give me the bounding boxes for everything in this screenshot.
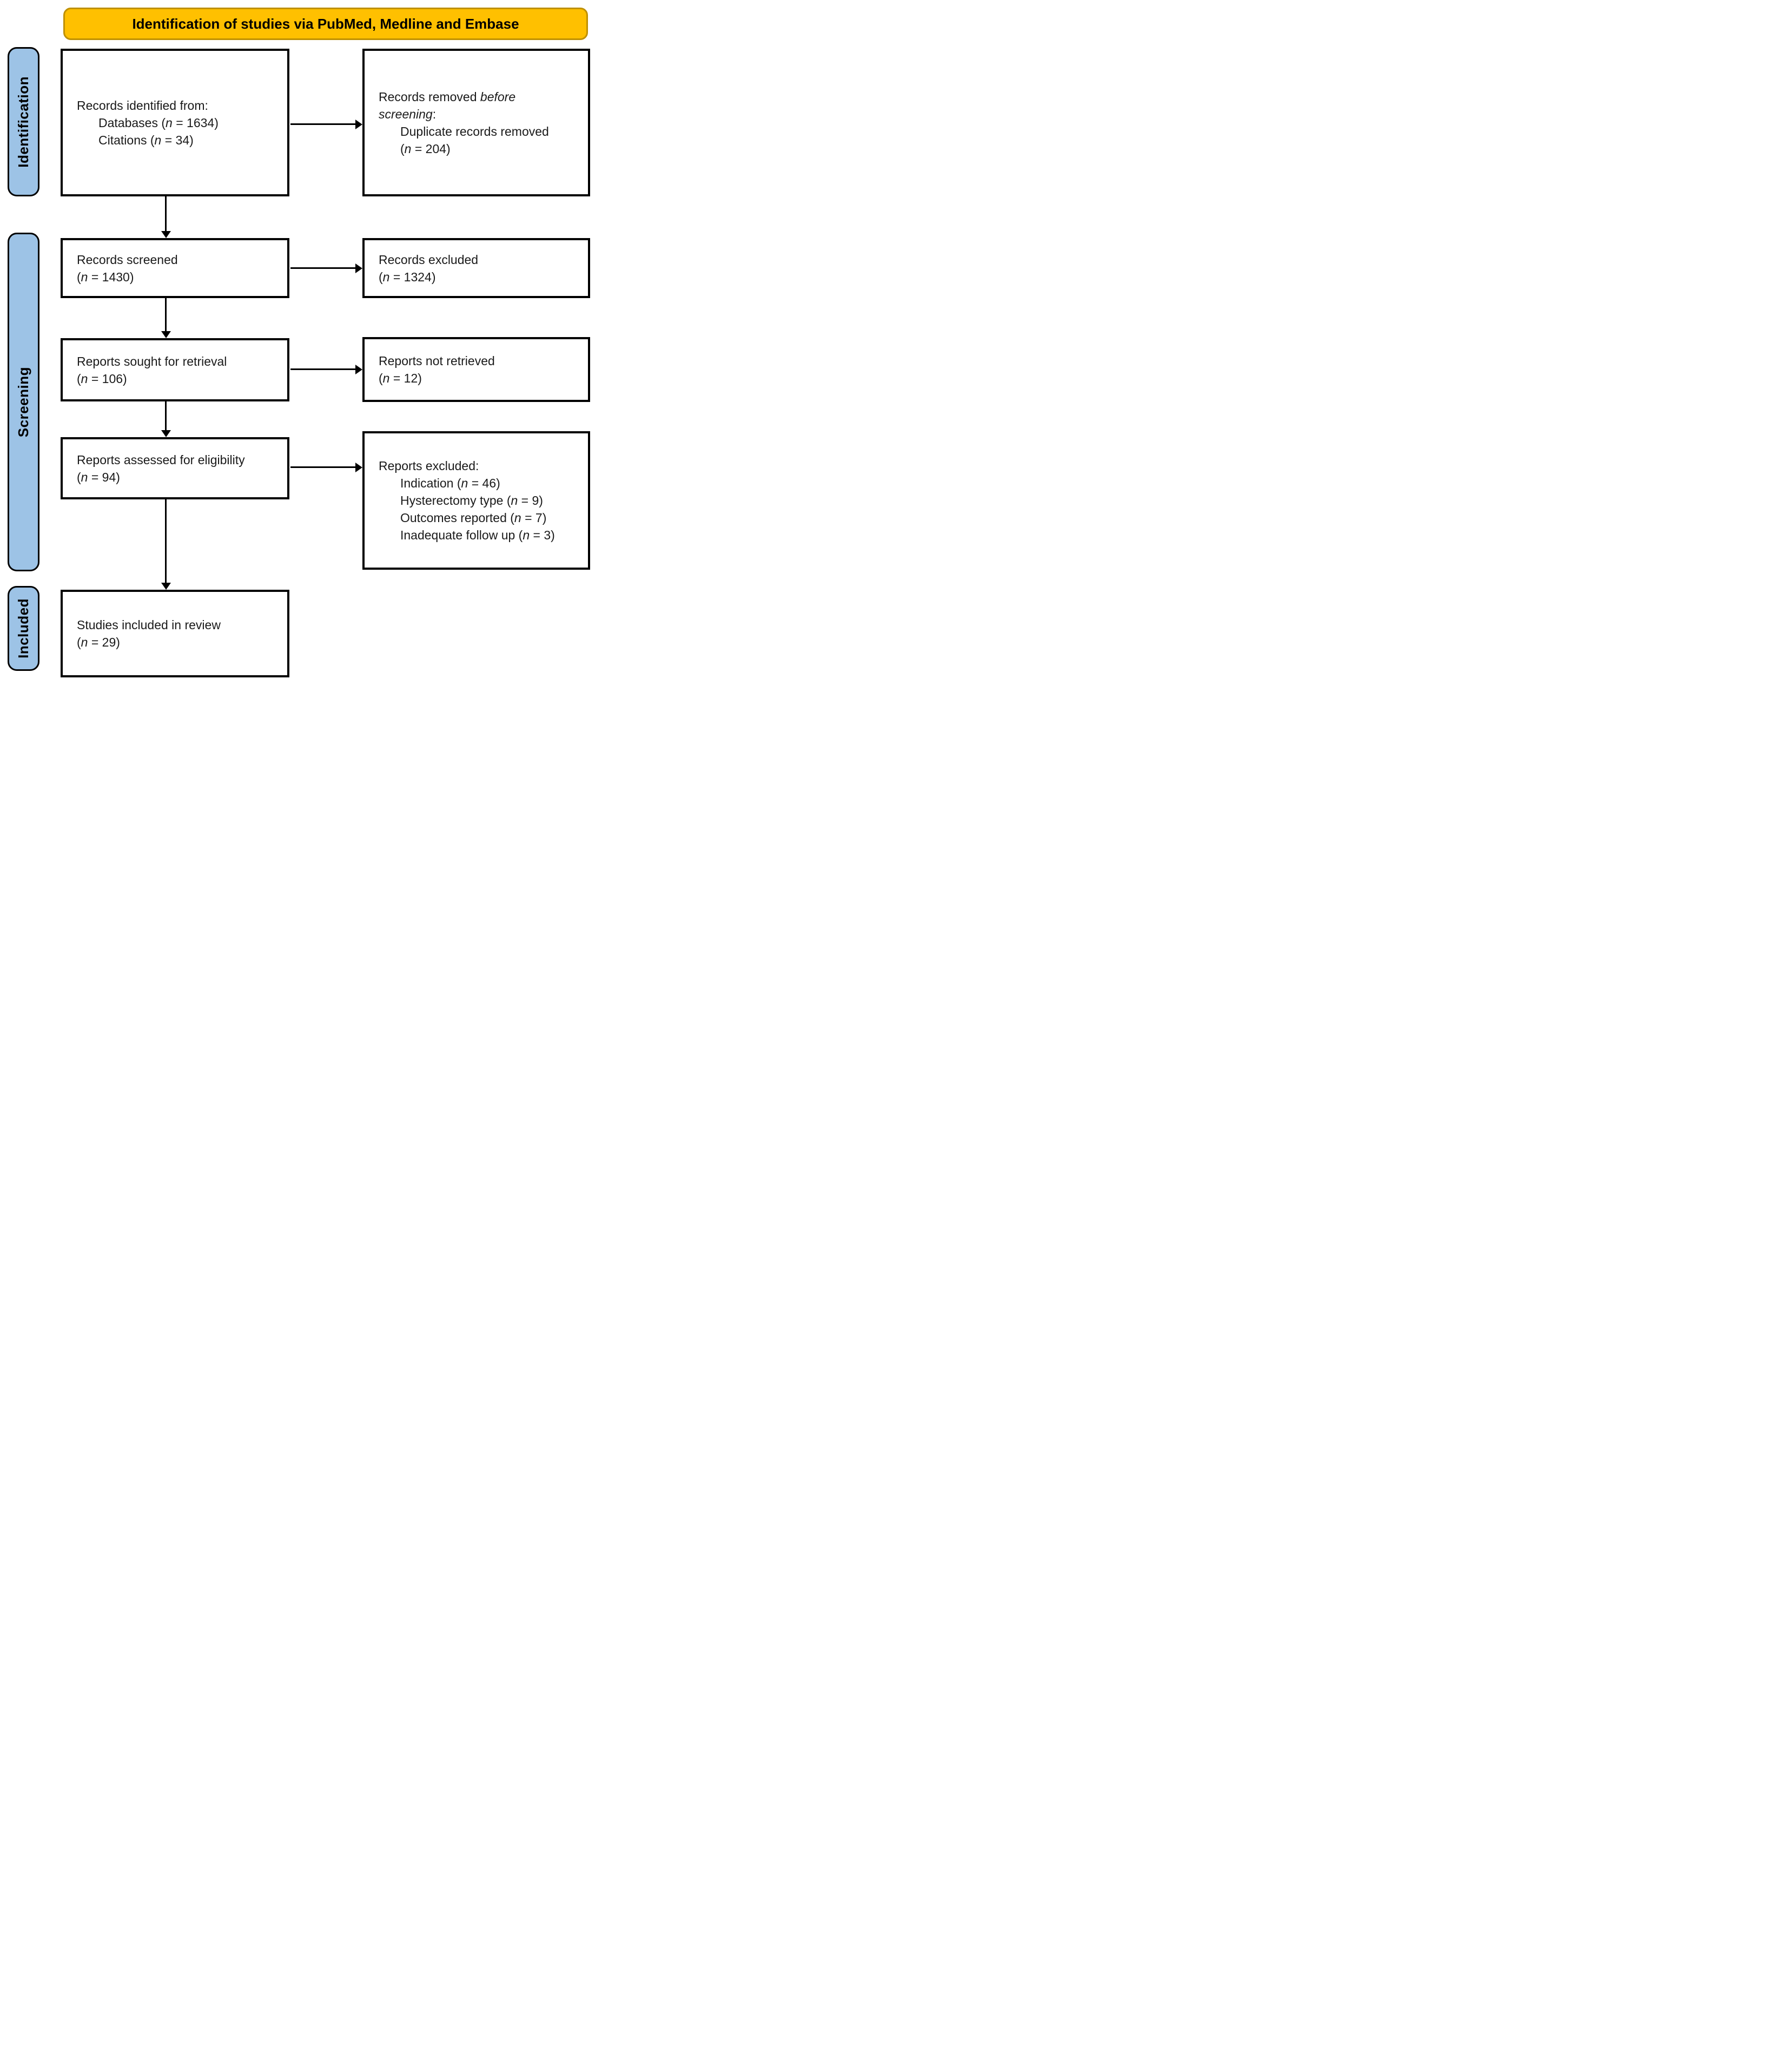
box-reports-assessed-for-eligibility: Reports assessed for eligibility (n = 94… bbox=[61, 437, 289, 499]
box-line: Duplicate records removed bbox=[400, 124, 549, 139]
box-line: Studies included in review bbox=[77, 618, 221, 632]
banner: Identification of studies via PubMed, Me… bbox=[63, 8, 588, 40]
stage-label-identification: Identification bbox=[15, 76, 31, 168]
box-line: Databases (n = 1634) bbox=[98, 115, 219, 130]
box-line: Reports sought for retrieval bbox=[77, 354, 227, 368]
stage-label-screening: Screening bbox=[15, 366, 31, 438]
box-line: (n = 29) bbox=[77, 635, 120, 649]
box-records-identified: Records identified from: Databases (n = … bbox=[61, 49, 289, 196]
box-studies-included-in-review: Studies included in review (n = 29) bbox=[61, 590, 289, 677]
box-line: (n = 106) bbox=[77, 371, 127, 386]
box-line: (n = 1430) bbox=[77, 269, 134, 284]
box-line: (n = 94) bbox=[77, 470, 120, 484]
box-line: Inadequate follow up (n = 3) bbox=[400, 528, 555, 542]
arrow-identified-to-screened bbox=[165, 196, 167, 231]
box-title: Records removed before screening: bbox=[379, 89, 516, 121]
box-line: (n = 204) bbox=[400, 141, 451, 156]
box-line: Records screened bbox=[77, 252, 178, 267]
box-reports-excluded: Reports excluded: Indication (n = 46) Hy… bbox=[362, 431, 590, 570]
stage-bar-included: Included bbox=[8, 586, 39, 671]
box-records-screened: Records screened (n = 1430) bbox=[61, 238, 289, 298]
box-line: Records excluded bbox=[379, 252, 479, 267]
box-line: Hysterectomy type (n = 9) bbox=[400, 493, 543, 507]
box-reports-sought-for-retrieval: Reports sought for retrieval (n = 106) bbox=[61, 338, 289, 401]
prisma-flow-diagram: Identification of studies via PubMed, Me… bbox=[0, 0, 597, 683]
box-line: Outcomes reported (n = 7) bbox=[400, 511, 547, 525]
box-reports-not-retrieved: Reports not retrieved (n = 12) bbox=[362, 337, 590, 402]
box-line: Indication (n = 46) bbox=[400, 476, 500, 490]
stage-label-included: Included bbox=[15, 598, 31, 658]
arrow-assessed-to-reports-excluded bbox=[290, 466, 355, 468]
banner-title: Identification of studies via PubMed, Me… bbox=[132, 15, 519, 32]
box-records-removed-before-screening: Records removed before screening: Duplic… bbox=[362, 49, 590, 196]
stage-bar-screening: Screening bbox=[8, 233, 39, 571]
arrow-identified-to-removed bbox=[290, 123, 355, 125]
arrow-sought-to-assessed bbox=[165, 401, 167, 430]
box-records-excluded: Records excluded (n = 1324) bbox=[362, 238, 590, 298]
box-title: Records identified from: bbox=[77, 98, 208, 113]
box-title: Reports excluded: bbox=[379, 459, 479, 473]
box-line: (n = 12) bbox=[379, 371, 422, 385]
arrow-screened-to-excluded bbox=[290, 267, 355, 269]
box-line: (n = 1324) bbox=[379, 269, 436, 284]
arrow-screened-to-sought bbox=[165, 298, 167, 331]
arrow-sought-to-not-retrieved bbox=[290, 368, 355, 370]
arrow-assessed-to-included bbox=[165, 499, 167, 583]
stage-bar-identification: Identification bbox=[8, 47, 39, 196]
box-line: Reports assessed for eligibility bbox=[77, 452, 245, 467]
box-line: Citations (n = 34) bbox=[98, 133, 194, 147]
box-line: Reports not retrieved bbox=[379, 354, 495, 368]
